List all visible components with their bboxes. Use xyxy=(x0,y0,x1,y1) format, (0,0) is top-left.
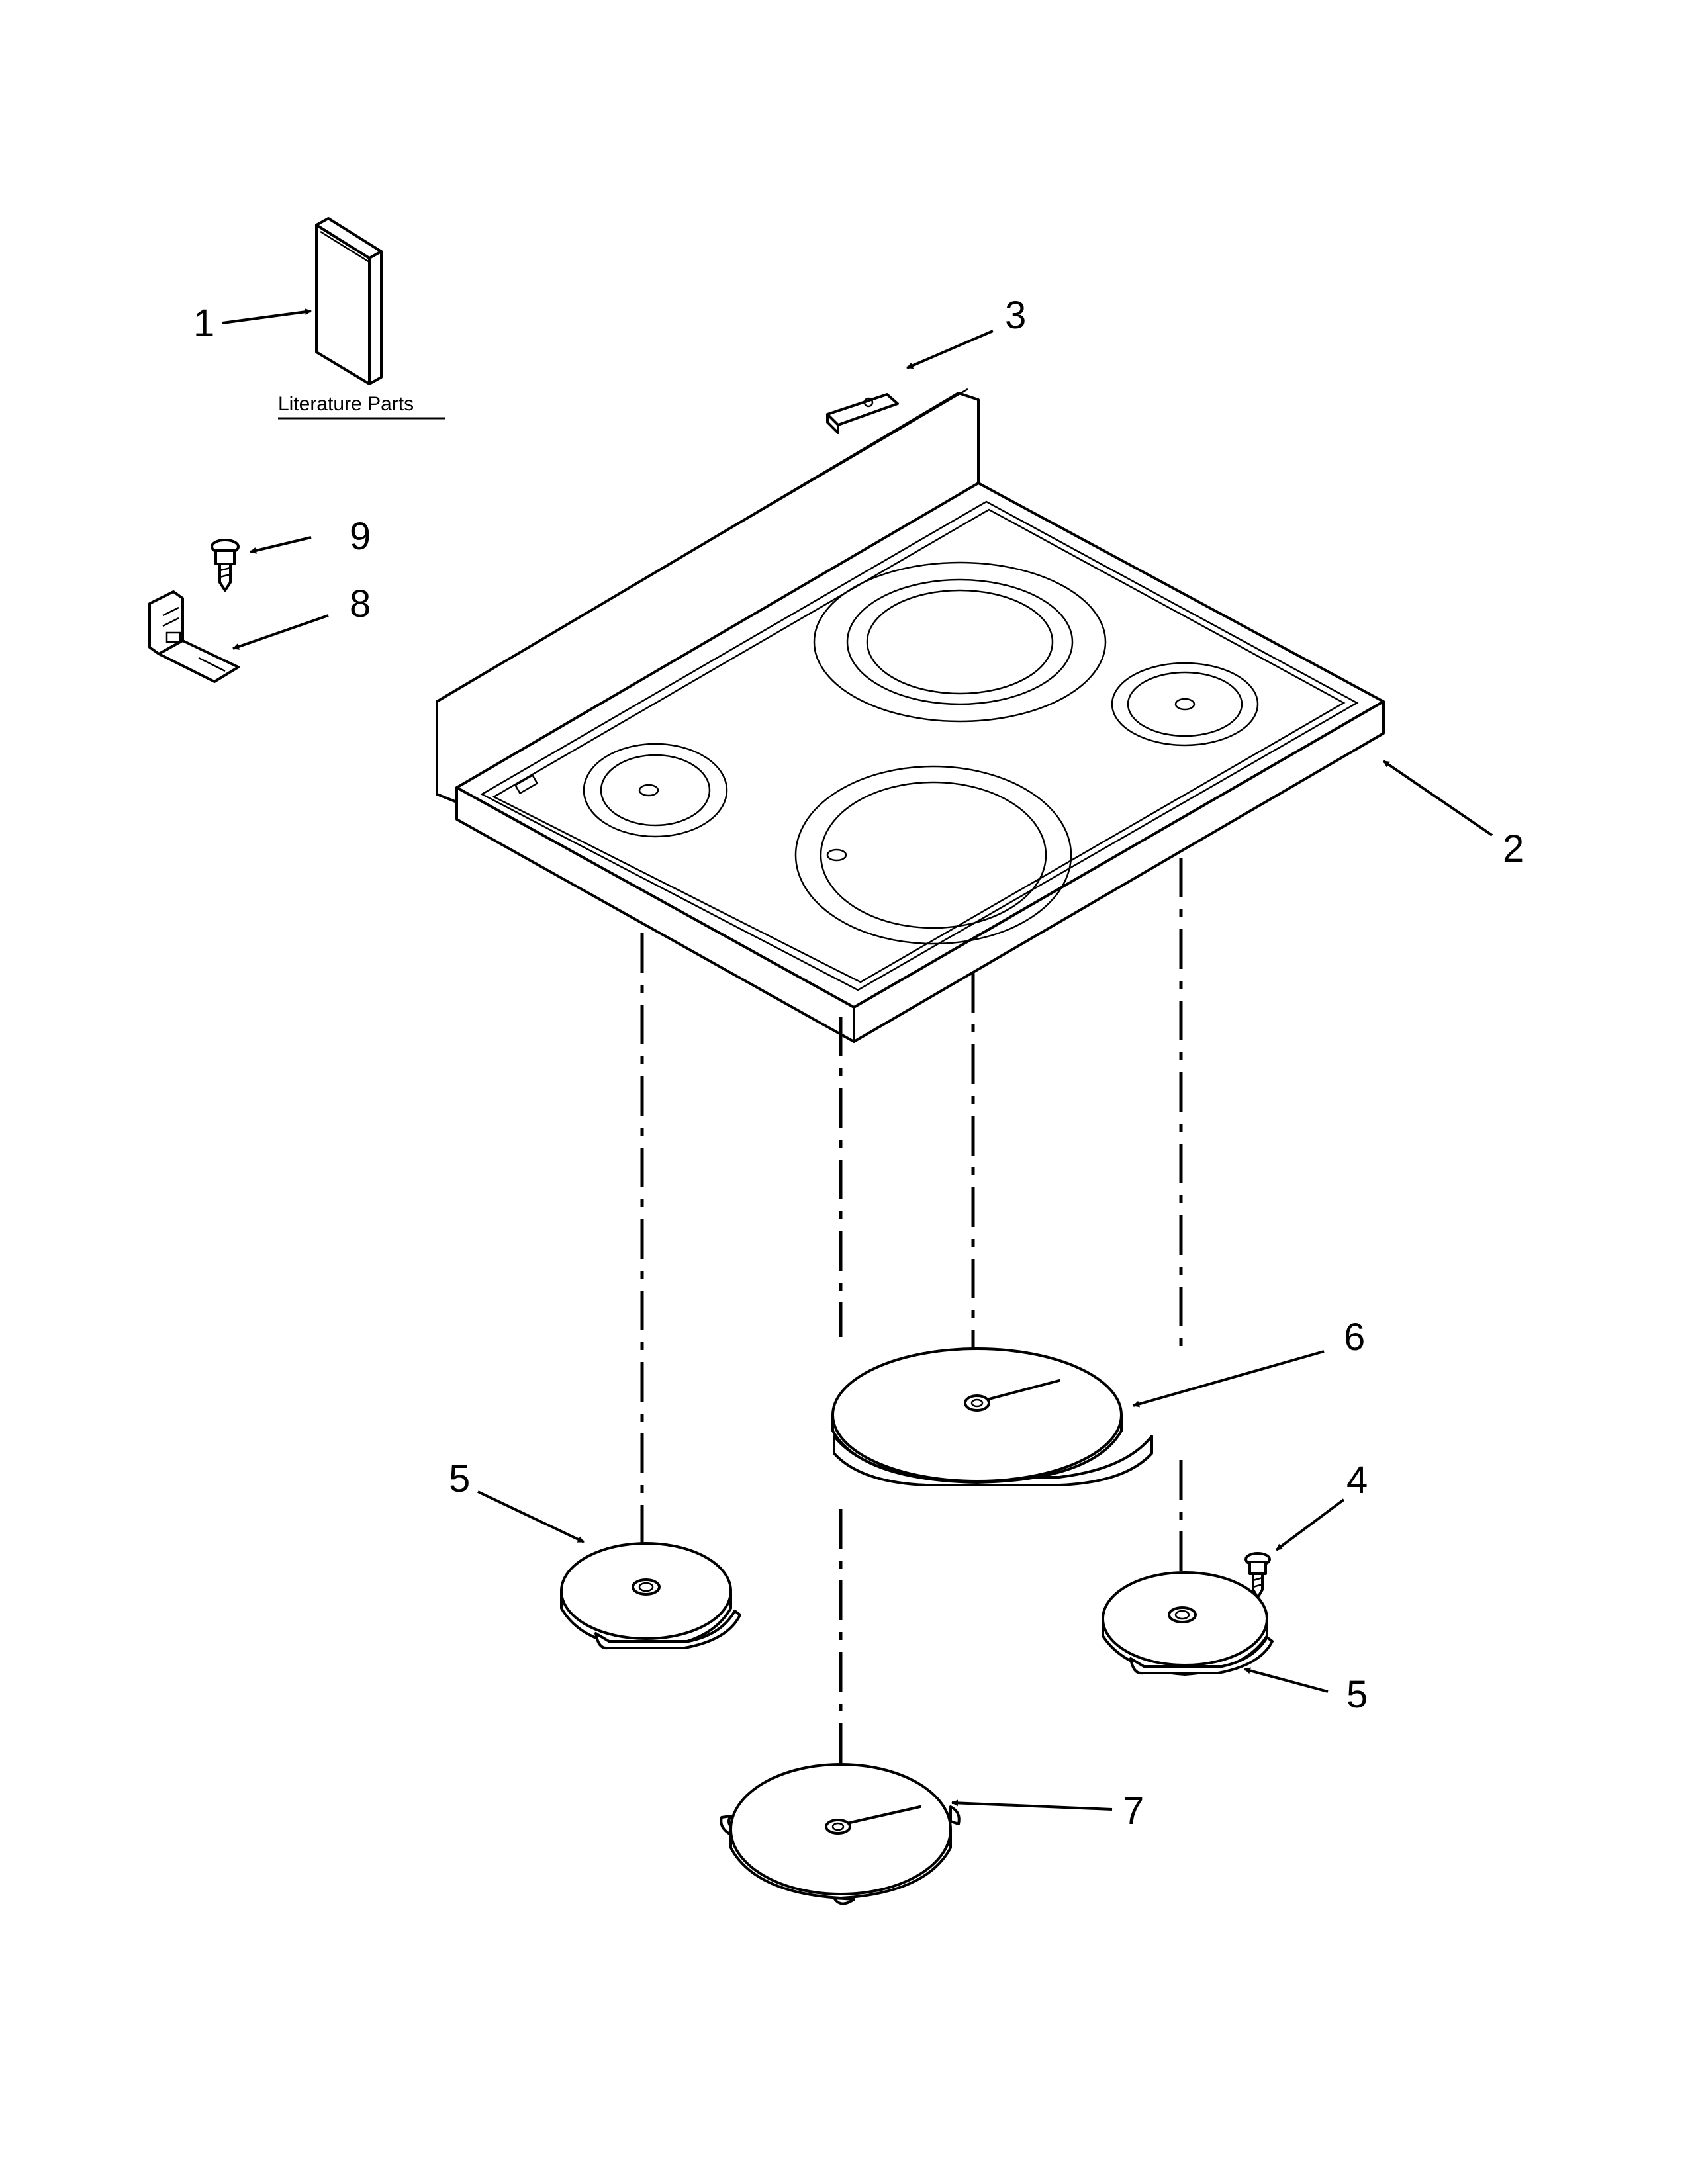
callout-5a: 5 xyxy=(449,1457,470,1500)
radiant-element-5-right[interactable] xyxy=(1102,1571,1274,1676)
callout-2-leader xyxy=(1382,760,1493,837)
callout-8: 8 xyxy=(350,582,371,625)
callout-8-leader xyxy=(232,614,329,650)
callout-4: 4 xyxy=(1346,1459,1368,1502)
screw-part-4[interactable] xyxy=(1244,1552,1271,1599)
screw-part-9[interactable] xyxy=(211,539,240,592)
callout-6-leader xyxy=(1133,1350,1325,1408)
radiant-element-5-left[interactable] xyxy=(560,1542,741,1650)
literature-parts-label: Literature Parts xyxy=(278,393,414,415)
callout-9-leader xyxy=(250,536,312,554)
callout-7: 7 xyxy=(1123,1790,1144,1833)
callout-1: 1 xyxy=(193,302,214,345)
literature-booklet[interactable] xyxy=(315,217,383,385)
callout-4-leader xyxy=(1275,1498,1345,1551)
callout-6: 6 xyxy=(1344,1316,1365,1359)
callout-7-leader xyxy=(951,1799,1113,1811)
callout-1-leader xyxy=(222,308,312,324)
bracket-part-8[interactable] xyxy=(148,590,240,683)
callout-5b-leader xyxy=(1244,1667,1329,1693)
cooktop-main-top[interactable] xyxy=(436,388,1385,1043)
callout-3: 3 xyxy=(1005,294,1026,337)
callout-3-leader xyxy=(906,330,994,369)
radiant-element-7[interactable] xyxy=(720,1763,961,1905)
callout-5a-leader xyxy=(477,1490,585,1543)
callout-9: 9 xyxy=(350,515,371,558)
radiant-element-6[interactable] xyxy=(831,1347,1153,1486)
switch-part[interactable] xyxy=(826,393,899,434)
callout-2: 2 xyxy=(1503,827,1524,870)
callout-5b: 5 xyxy=(1346,1673,1368,1716)
